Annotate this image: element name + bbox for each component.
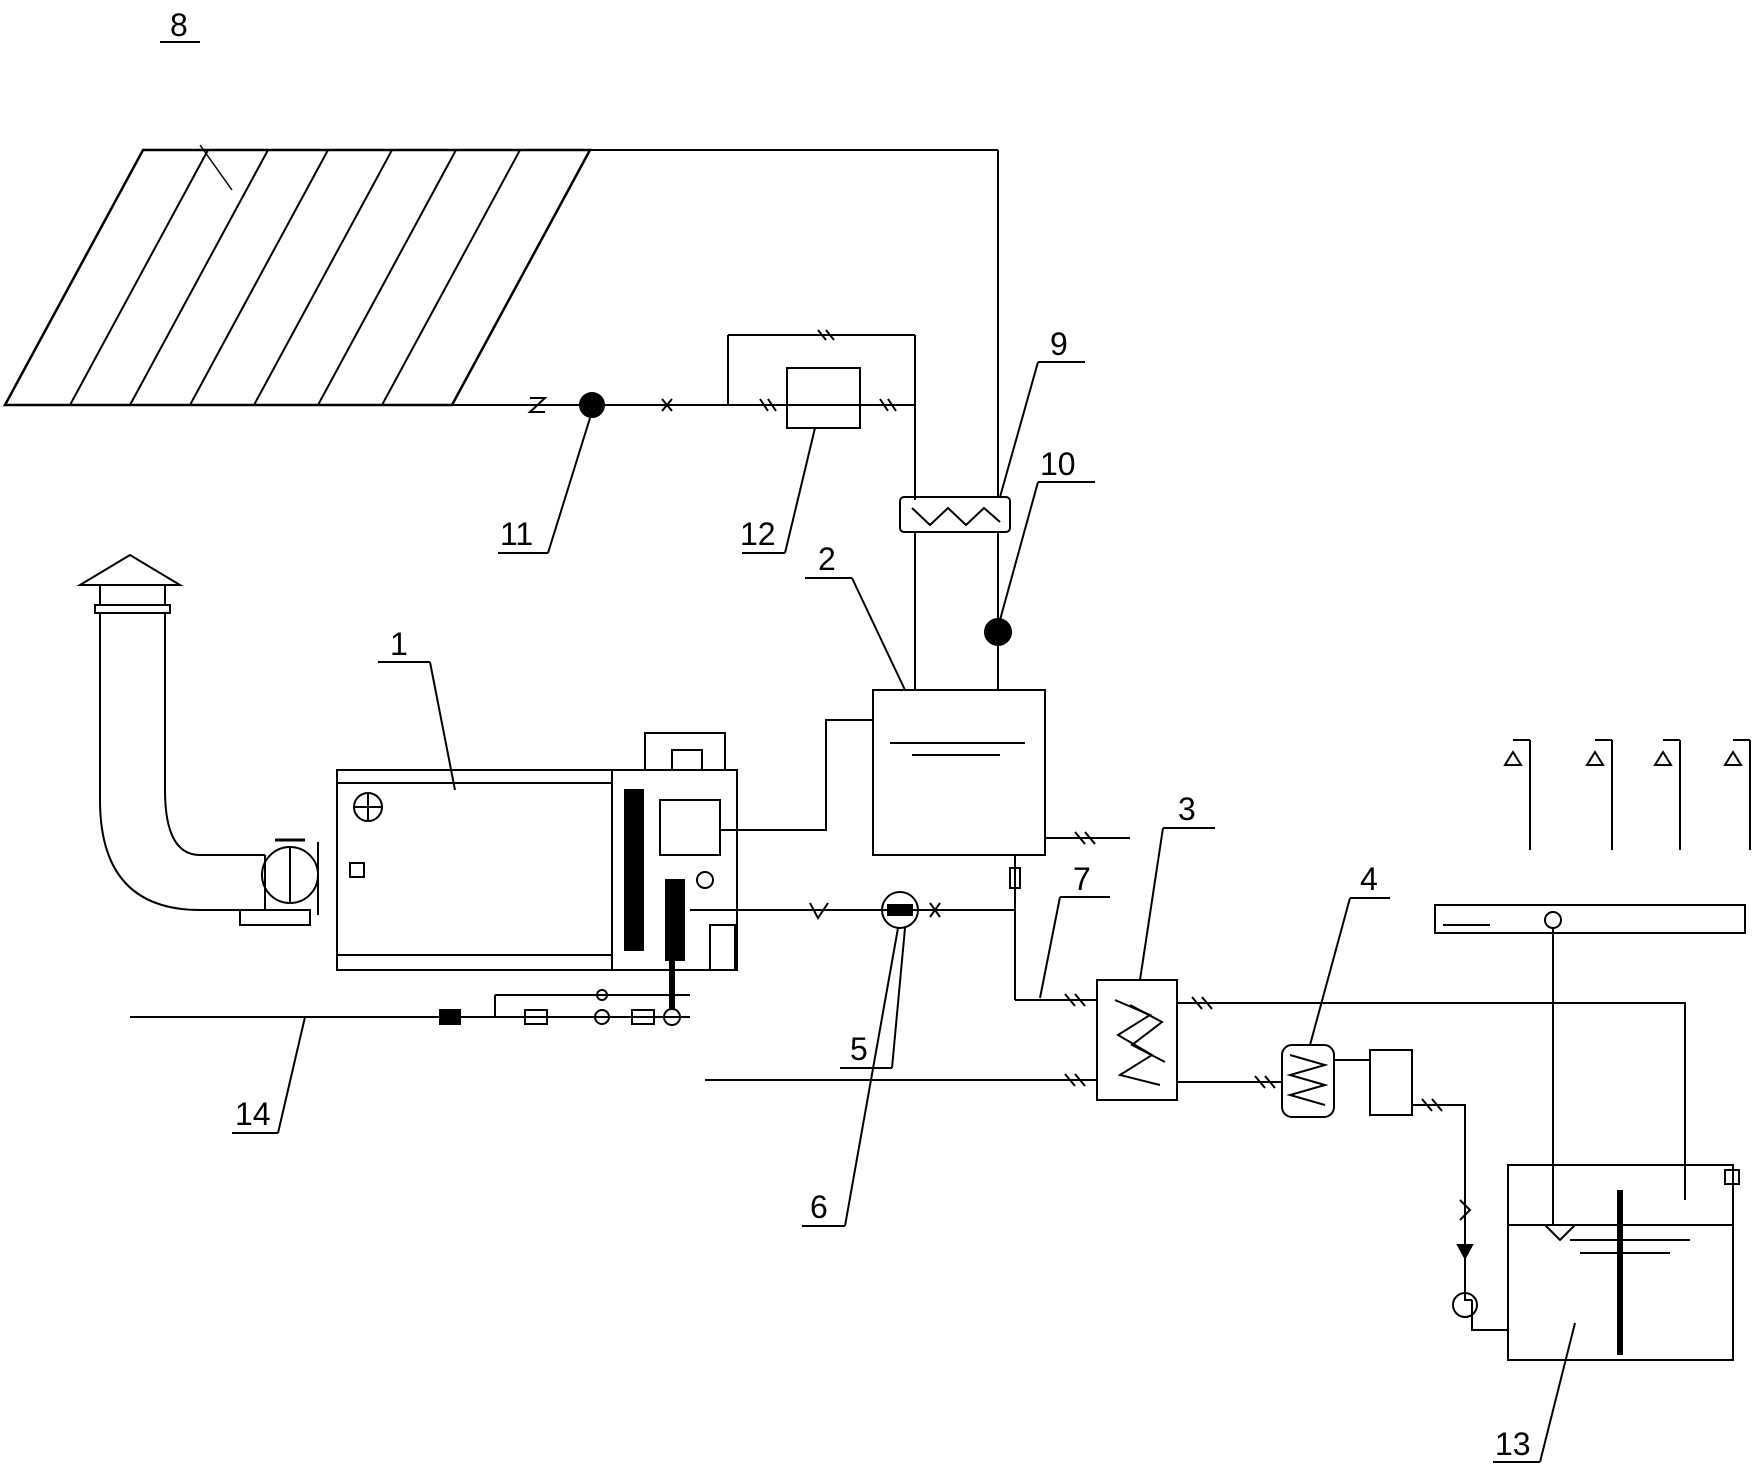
- chimney-exhaust: [76, 553, 338, 926]
- label-5: 5: [850, 1031, 868, 1067]
- collector-return-pipe: [452, 329, 916, 500]
- filter-box-12: [786, 367, 861, 429]
- feed-water-line: [690, 891, 1015, 929]
- leader-lines: [160, 41, 1576, 1463]
- storage-tank-13: [1471, 1164, 1740, 1361]
- label-7: 7: [1073, 861, 1091, 897]
- label-4: 4: [1360, 861, 1378, 897]
- label-10: 10: [1040, 446, 1076, 482]
- label-6: 6: [810, 1189, 828, 1225]
- label-3: 3: [1178, 791, 1196, 827]
- label-13: 13: [1495, 1426, 1531, 1462]
- plate-heat-exchanger-3: [1096, 979, 1178, 1101]
- hot-water-supply: [1177, 1002, 1686, 1200]
- coil-heat-exchanger-9: [899, 496, 1011, 690]
- label-11: 11: [500, 516, 533, 552]
- pump-10: [984, 618, 1012, 646]
- label-2: 2: [818, 541, 836, 577]
- boiler-1: [336, 732, 738, 971]
- labels: 8 9 10 11 12 2 1 3 7 4 5 14 6 13: [170, 7, 1531, 1462]
- label-1: 1: [390, 626, 408, 662]
- collector-outlet-pipe: [590, 149, 999, 498]
- shower-system: [1434, 739, 1751, 1225]
- label-8: 8: [170, 7, 188, 43]
- label-9: 9: [1050, 326, 1068, 362]
- solar-collector-8: [2, 144, 593, 407]
- softener-4: [1281, 1044, 1478, 1318]
- fuel-line-14: [130, 950, 690, 1026]
- steam-pipe: [720, 719, 873, 831]
- label-14: 14: [235, 1096, 271, 1132]
- label-12: 12: [740, 516, 776, 552]
- water-tank-2: [872, 689, 1130, 1000]
